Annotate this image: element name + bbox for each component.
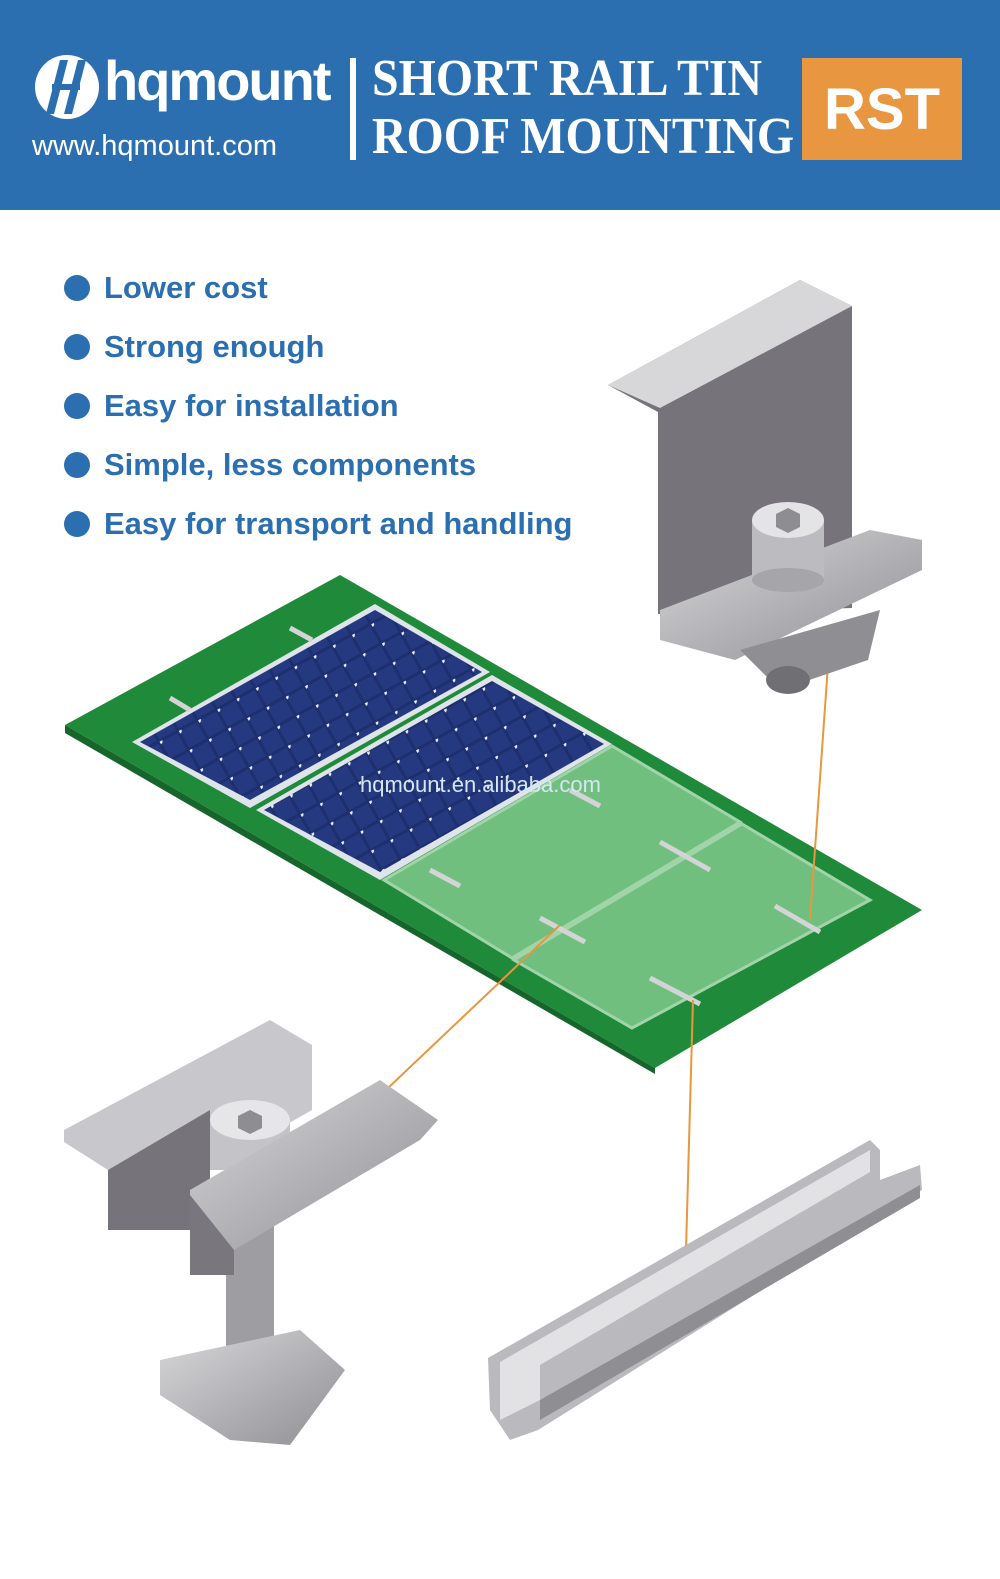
feature-item: Simple, less components bbox=[64, 435, 573, 494]
feature-item: Easy for transport and handling bbox=[64, 494, 573, 553]
feature-item: Strong enough bbox=[64, 317, 573, 376]
end-clamp bbox=[608, 280, 922, 694]
bullet-icon bbox=[64, 274, 90, 301]
page-title: SHORT RAIL TIN ROOF MOUNTING bbox=[372, 50, 794, 166]
mid-clamp bbox=[64, 1020, 438, 1445]
product-code-badge: RST bbox=[802, 58, 962, 160]
header-banner: hqmount www.hqmount.com SHORT RAIL TIN R… bbox=[0, 0, 1000, 210]
website-url: www.hqmount.com bbox=[32, 130, 277, 162]
logo-text: hqmount bbox=[104, 49, 331, 112]
bullet-icon bbox=[64, 451, 90, 478]
feature-label: Easy for installation bbox=[104, 387, 399, 423]
rail-brackets bbox=[168, 625, 822, 1007]
leader-lines bbox=[369, 664, 829, 1251]
bullet-icon bbox=[64, 510, 90, 537]
feature-label: Lower cost bbox=[104, 269, 268, 305]
header-divider bbox=[350, 58, 356, 160]
short-rail bbox=[488, 1140, 922, 1440]
title-line-2: ROOF MOUNTING bbox=[372, 108, 795, 165]
feature-label: Simple, less components bbox=[104, 446, 477, 482]
watermark: hqmount.en.alibaba.com bbox=[360, 772, 601, 797]
bullet-icon bbox=[64, 333, 90, 360]
transparent-panels bbox=[381, 744, 874, 1030]
feature-list: Lower cost Strong enough Easy for instal… bbox=[64, 258, 573, 553]
bullet-icon bbox=[64, 392, 90, 419]
feature-item: Easy for installation bbox=[64, 376, 573, 435]
solar-panels bbox=[132, 604, 612, 880]
title-line-1: SHORT RAIL TIN bbox=[372, 50, 763, 107]
feature-label: Easy for transport and handling bbox=[104, 505, 573, 541]
logo-mark-icon bbox=[35, 55, 99, 119]
feature-label: Strong enough bbox=[104, 328, 325, 364]
feature-item: Lower cost bbox=[64, 258, 573, 317]
